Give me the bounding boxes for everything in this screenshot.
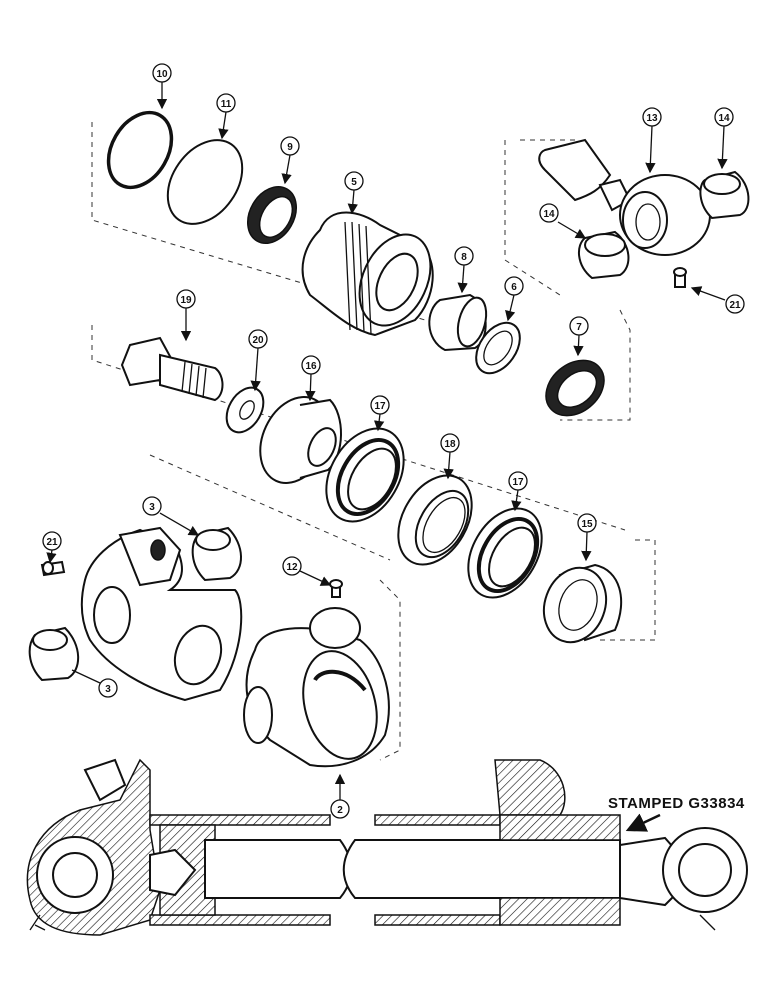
part-15-piston-half [542,563,623,644]
assembly-guide-lines [91,122,656,761]
assembled-cylinder-section [26,758,748,936]
callout-11: 11 [216,93,236,113]
svg-text:2: 2 [337,805,343,816]
svg-text:19: 19 [180,295,192,306]
svg-text:11: 11 [221,99,232,110]
part-11-ring [166,139,244,225]
svg-text:9: 9 [287,142,293,153]
callout-6: 6 [504,276,524,296]
svg-text:7: 7 [576,322,582,333]
svg-text:20: 20 [252,335,264,346]
callout-19: 19 [176,289,196,309]
part-2-cylinder-tube [243,607,390,768]
part-3-bushing-upper [191,526,242,582]
part-14-bushing-upper [699,170,750,220]
svg-text:16: 16 [305,361,317,372]
part-19-bolt [120,336,224,402]
svg-text:8: 8 [461,252,467,263]
part-21-grease-fitting-upper [673,267,687,288]
callout-21-lower: 21 [42,531,62,551]
svg-text:21: 21 [729,300,741,311]
callout-3-lower: 3 [98,678,118,698]
part-10-snap-ring [106,110,174,190]
part-13-rod-eye [538,138,711,256]
svg-text:5: 5 [351,177,357,188]
callout-17-a: 17 [370,395,390,415]
callout-20: 20 [248,329,268,349]
part-5-gland [301,211,434,337]
callout-7: 7 [569,316,589,336]
callout-13: 13 [642,107,662,127]
callout-14-lower: 14 [539,203,559,223]
part-9-seal [247,186,297,244]
svg-text:10: 10 [156,69,168,80]
svg-text:17: 17 [374,401,386,412]
callout-3-upper: 3 [142,496,162,516]
svg-text:3: 3 [105,684,111,695]
part-7-seal [545,359,605,417]
part-3-bushing-lower [28,626,80,682]
callout-12: 12 [282,556,302,576]
callout-17-b: 17 [508,471,528,491]
part-8-bushing [428,293,488,352]
svg-text:6: 6 [511,282,517,293]
svg-text:15: 15 [581,519,593,530]
svg-text:13: 13 [646,113,658,124]
part-6-ring [475,321,521,375]
callout-5: 5 [344,171,364,191]
part-18-wear-ring [397,474,473,566]
callout-leaders [46,82,728,800]
svg-text:14: 14 [543,209,555,220]
svg-text:18: 18 [444,439,456,450]
callouts: 10 11 9 5 13 14 14 21 8 6 7 19 20 16 17 … [42,63,745,819]
stamp-label: STAMPED G33834 [608,795,745,812]
callout-16: 16 [301,355,321,375]
svg-text:3: 3 [149,502,155,513]
part-17-seal-ring-a [325,427,405,523]
callout-2: 2 [330,799,350,819]
part-21-grease-fitting-lower [40,560,66,577]
part-20-washer [225,386,265,434]
svg-text:21: 21 [46,537,58,548]
callout-14-upper: 14 [714,107,734,127]
svg-text:14: 14 [718,113,730,124]
callout-15: 15 [577,513,597,533]
svg-text:12: 12 [286,562,298,573]
part-12-screw [329,579,343,598]
svg-text:17: 17 [512,477,524,488]
callout-21-upper: 21 [725,294,745,314]
callout-10: 10 [152,63,172,83]
callout-18: 18 [440,433,460,453]
part-14-bushing-lower [578,230,630,280]
part-base-end [80,526,243,702]
callout-8: 8 [454,246,474,266]
part-16-piston [259,396,342,484]
part-17-seal-ring-b [467,507,543,599]
callout-9: 9 [280,136,300,156]
stamp-annotation: STAMPED G33834 [608,795,745,832]
